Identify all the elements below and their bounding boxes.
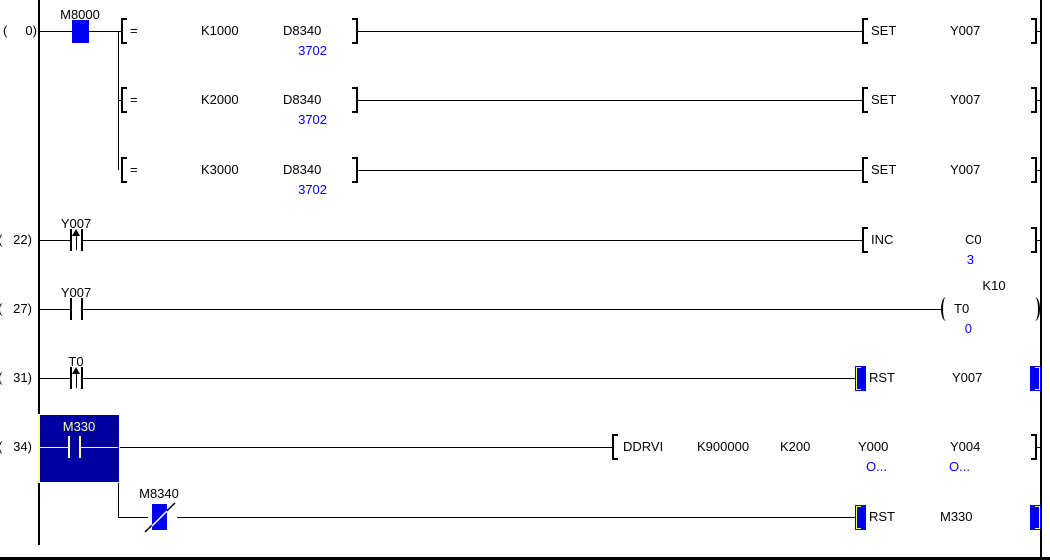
compare-source1[interactable]: K3000 [201, 162, 239, 177]
ddrvi-arg4[interactable]: Y004 [950, 439, 981, 454]
rung-number-22: ( 22) [0, 232, 32, 247]
rst-op[interactable]: RST [869, 370, 895, 385]
ddrvi-arg2[interactable]: K200 [780, 439, 811, 454]
wire [40, 240, 70, 241]
rung-number-27: ( 27) [0, 301, 32, 316]
instruction-close-bracket [1031, 87, 1037, 113]
wire [1037, 240, 1040, 241]
coil-close-paren-icon [1030, 297, 1040, 321]
compare-op[interactable]: = [130, 162, 138, 177]
wire [89, 31, 118, 32]
instruction-open-bracket [862, 227, 868, 253]
set-op[interactable]: SET [871, 23, 897, 38]
no-contact-icon[interactable] [70, 297, 87, 321]
instruction-close-bracket [352, 87, 358, 113]
wire [83, 378, 855, 379]
rung-number-0: ( 0) [3, 23, 37, 38]
monitor-value: O... [866, 459, 887, 474]
ddrvi-arg3[interactable]: Y000 [858, 439, 889, 454]
set-device[interactable]: Y007 [950, 92, 981, 107]
instruction-close-bracket [352, 157, 358, 183]
wire [119, 447, 613, 448]
wire [40, 309, 70, 310]
rst-device[interactable]: Y007 [952, 370, 983, 385]
energized-close-bracket-icon [1030, 505, 1041, 530]
no-contact-icon [68, 436, 70, 458]
compare-source2[interactable]: D8340 [283, 162, 322, 177]
monitor-value: 3702 [298, 182, 327, 197]
wire [40, 31, 72, 32]
monitor-value: 3702 [298, 112, 327, 127]
timer-preset: K10 [982, 278, 1006, 293]
wire [177, 517, 855, 518]
right-power-rail [1040, 0, 1042, 560]
wire [40, 378, 70, 379]
rising-edge-contact-icon[interactable] [70, 228, 87, 252]
set-op[interactable]: SET [871, 92, 897, 107]
wire [118, 100, 122, 101]
instruction-close-bracket [352, 18, 358, 44]
energized-no-contact-icon[interactable] [72, 20, 89, 43]
timer-coil-device[interactable]: T0 [954, 301, 970, 316]
monitor-value: O... [949, 459, 970, 474]
compare-source2[interactable]: D8340 [283, 23, 322, 38]
rising-edge-contact-icon[interactable] [70, 366, 87, 390]
monitor-value: 3 [966, 252, 974, 267]
energized-open-bracket-icon [855, 366, 866, 391]
contact-label-y007: Y007 [60, 285, 92, 300]
contact-label-t0: T0 [68, 354, 84, 369]
inc-device[interactable]: C0 [965, 232, 982, 247]
rst-device[interactable]: M330 [940, 509, 973, 524]
ddrvi-op[interactable]: DDRVI [623, 439, 664, 454]
compare-source1[interactable]: K1000 [201, 23, 239, 38]
instruction-open-bracket [121, 87, 127, 113]
instruction-open-bracket [862, 87, 868, 113]
contact-label-m330: M330 [62, 419, 96, 434]
instruction-close-bracket [1031, 227, 1037, 253]
instruction-open-bracket [862, 18, 868, 44]
wire [1037, 31, 1040, 32]
set-device[interactable]: Y007 [950, 23, 981, 38]
ddrvi-arg1[interactable]: K900000 [697, 439, 750, 454]
set-op[interactable]: SET [871, 162, 897, 177]
instruction-close-bracket [1031, 157, 1037, 183]
instruction-close-bracket [1031, 434, 1037, 460]
wire [358, 170, 862, 171]
contact-label-m8000: M8000 [60, 7, 100, 22]
instruction-open-bracket [612, 434, 618, 460]
contact-label-m8340: M8340 [139, 486, 179, 501]
rung-number-34: ( 34) [0, 439, 32, 454]
compare-source2[interactable]: D8340 [283, 92, 322, 107]
compare-op[interactable]: = [130, 23, 138, 38]
contact-label-y007: Y007 [60, 216, 92, 231]
set-device[interactable]: Y007 [950, 162, 981, 177]
wire [358, 31, 862, 32]
wire [118, 31, 122, 32]
instruction-open-bracket [862, 157, 868, 183]
wire [358, 100, 862, 101]
compare-op[interactable]: = [130, 92, 138, 107]
energized-open-bracket-icon [855, 505, 866, 530]
instruction-close-bracket [1031, 18, 1037, 44]
rst-op[interactable]: RST [869, 509, 895, 524]
energized-nc-contact-icon[interactable] [144, 501, 177, 534]
wire [1037, 100, 1040, 101]
rung-number-31: ( 31) [0, 370, 32, 385]
wire [83, 309, 941, 310]
monitor-value: 3702 [298, 43, 327, 58]
wire [1037, 170, 1040, 171]
left-power-rail [38, 0, 40, 545]
wire [83, 240, 862, 241]
wire [118, 517, 148, 518]
coil-open-paren-icon[interactable] [941, 297, 951, 321]
wire [1037, 447, 1040, 448]
compare-source1[interactable]: K2000 [201, 92, 239, 107]
inc-op[interactable]: INC [871, 232, 894, 247]
bottom-divider [0, 557, 1050, 560]
monitor-value: 0 [964, 321, 972, 336]
instruction-open-bracket [121, 157, 127, 183]
selection-cursor-m330-contact[interactable]: M330 [38, 414, 120, 483]
instruction-open-bracket [121, 18, 127, 44]
energized-close-bracket-icon [1030, 366, 1041, 391]
